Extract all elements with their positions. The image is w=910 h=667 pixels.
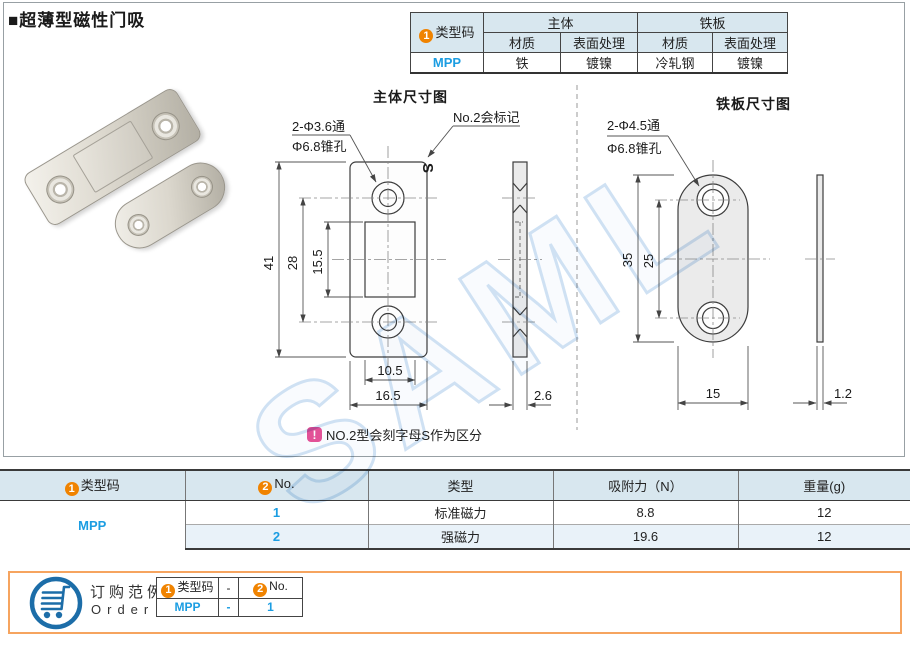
dim-1-2: 1.2 [834,386,852,401]
no-value: 1 [184,500,368,525]
dim-28: 28 [285,256,300,270]
header-weight: 重量(g) [737,469,910,501]
circle-1-badge: 1 [64,482,79,497]
photo-hole [41,170,80,209]
photo-hole [186,171,218,202]
order-no-value: 1 [238,597,303,617]
order-code-value: MPP [156,597,219,617]
dim-35: 35 [620,253,635,267]
plate-hole-label-line2: Φ6.8锥孔 [607,141,661,156]
dim-2-6: 2.6 [534,388,552,403]
main-hole-label-line2: Φ6.8锥孔 [292,139,346,154]
type-value: 强磁力 [367,524,553,550]
sub-header: 材质 [483,32,561,53]
order-dash-value: - [218,597,239,617]
weight-value: 12 [737,500,910,525]
force-value: 19.6 [552,524,738,550]
type-code-value: MPP [410,52,484,74]
photo-hole [123,209,154,241]
main-material-value: 铁 [483,52,561,74]
dimension-drawings: 41 28 15.5 10.5 16.5 2.6 2-Φ3.6通 Φ6.8锥孔 … [261,85,852,430]
circle-1-badge: 1 [161,583,176,598]
circle-2-badge: 2 [253,582,268,597]
group-plate-header: 铁板 [637,12,789,33]
exclamation-icon: ! [307,427,322,442]
plate-hole-label-line1: 2-Φ4.5通 [607,118,660,133]
shopping-cart-icon [29,576,83,630]
dim-16-5: 16.5 [375,388,400,403]
s-engraving-mark: S [419,163,436,173]
main-drawing-title: 主体尺寸图 [373,89,448,105]
type-value: 标准磁力 [367,500,553,525]
main-finish-value: 镀镍 [559,52,639,74]
circle-2-badge: 2 [258,480,273,495]
header-type: 类型 [367,469,553,501]
no-value: 2 [184,524,368,550]
sub-header: 表面处理 [712,32,789,53]
note: ! NO.2型会刻字母S作为区分 [307,425,482,444]
page-title: ■超薄型磁性门吸 [8,11,146,30]
dim-10-5: 10.5 [377,363,402,378]
order-title-en: Order [91,602,155,617]
mark-label: No.2会标记 [453,110,519,125]
note-text: NO.2型会刻字母S作为区分 [326,428,483,443]
header-force: 吸附力（N） [552,469,738,501]
dim-15: 15 [706,386,720,401]
order-title-cn: 订购范例 [90,584,167,601]
circle-1-badge: 1 [419,29,434,44]
dim-25: 25 [641,254,656,268]
plate-drawing-title: 铁板尺寸图 [716,96,791,112]
plate-finish-value: 镀镍 [712,52,789,74]
dim-15-5: 15.5 [310,249,325,274]
photo-magnet [72,120,153,194]
plate-side-view [816,174,824,343]
plate-material-value: 冷轧钢 [637,52,714,74]
photo-hole [146,106,185,146]
sub-header: 表面处理 [559,32,639,53]
type-code-value: MPP [0,500,185,549]
sub-header: 材质 [637,32,714,53]
order-header-dash: - [218,577,239,599]
force-value: 8.8 [552,500,738,525]
dim-41: 41 [261,256,276,270]
group-main-header: 主体 [482,12,639,33]
main-hole-label-line1: 2-Φ3.6通 [292,119,345,134]
weight-value: 12 [737,524,910,550]
product-photo [10,55,245,258]
